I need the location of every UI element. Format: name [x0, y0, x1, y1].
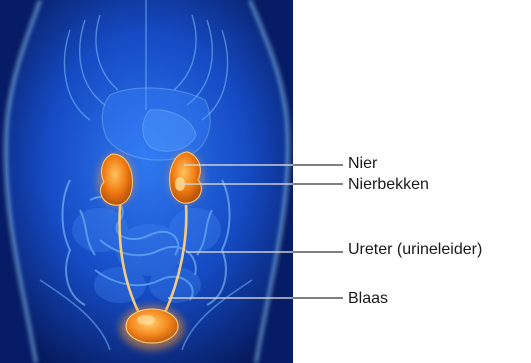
bladder: [120, 306, 184, 350]
left-kidney: [98, 154, 134, 206]
label-blaas: Blaas: [348, 291, 388, 307]
label-nierbekken: Nierbekken: [348, 177, 429, 193]
label-ureter: Ureter (urineleider): [348, 242, 482, 258]
label-nier: Nier: [348, 156, 377, 172]
